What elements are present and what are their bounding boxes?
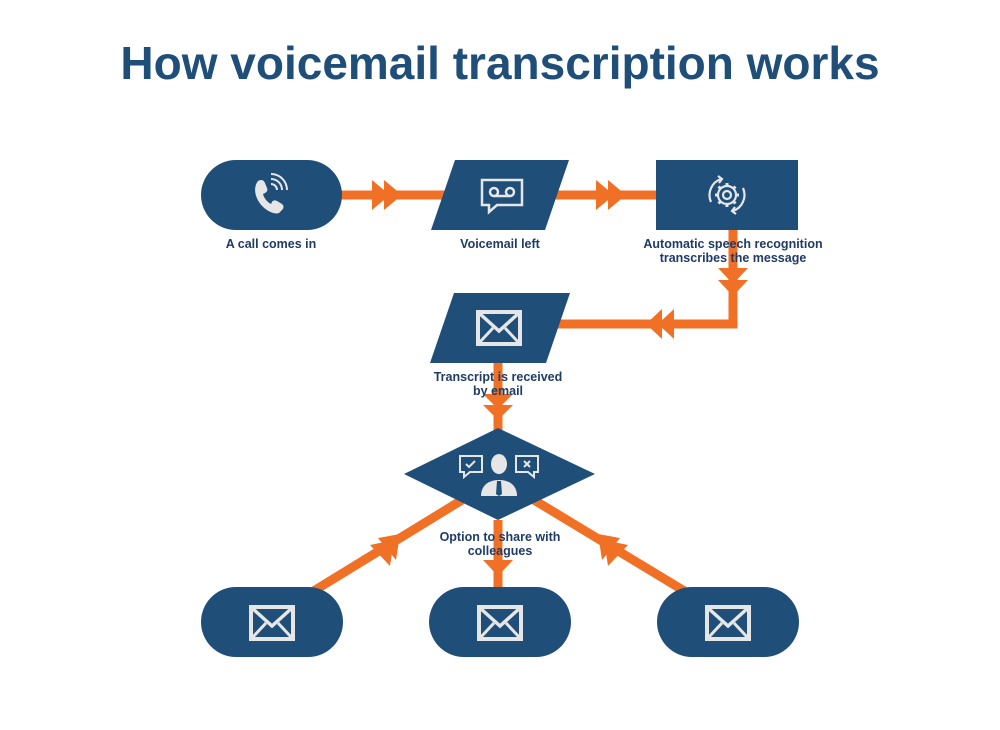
node-label: Transcript is received xyxy=(434,370,563,384)
node-label: Voicemail left xyxy=(460,237,540,251)
node-email: Transcript is received by email xyxy=(430,293,570,398)
node-share: Option to share with colleagues xyxy=(404,428,595,558)
phone-ringing-icon xyxy=(255,173,288,214)
node-asr: Automatic speech recognition transcribes… xyxy=(643,160,823,265)
node-label: Option to share with xyxy=(440,530,561,544)
node-label: colleagues xyxy=(468,544,533,558)
edge-share-colleague2 xyxy=(483,520,513,590)
node-call: A call comes in xyxy=(201,160,342,251)
edge-voicemail-asr xyxy=(552,180,658,210)
node-colleague-1 xyxy=(201,587,343,657)
edge-share-colleague3 xyxy=(531,496,689,596)
node-voicemail: Voicemail left xyxy=(431,160,569,251)
voicemail-icon xyxy=(480,178,524,215)
edge-share-colleague1 xyxy=(309,496,465,596)
node-label: Automatic speech recognition xyxy=(643,237,822,251)
person-approve-reject-icon xyxy=(459,454,539,496)
edge-asr-email xyxy=(555,230,748,339)
node-label: A call comes in xyxy=(226,237,317,251)
node-colleague-2 xyxy=(429,587,571,657)
edge-call-voicemail xyxy=(340,180,448,210)
connectors xyxy=(309,180,748,596)
gear-cycle-icon xyxy=(708,175,746,215)
diagram-title: How voicemail transcription works xyxy=(120,37,880,89)
edge-email-share xyxy=(483,360,513,432)
node-label: by email xyxy=(473,384,523,398)
node-label: transcribes the message xyxy=(660,251,807,265)
node-colleague-3 xyxy=(657,587,799,657)
